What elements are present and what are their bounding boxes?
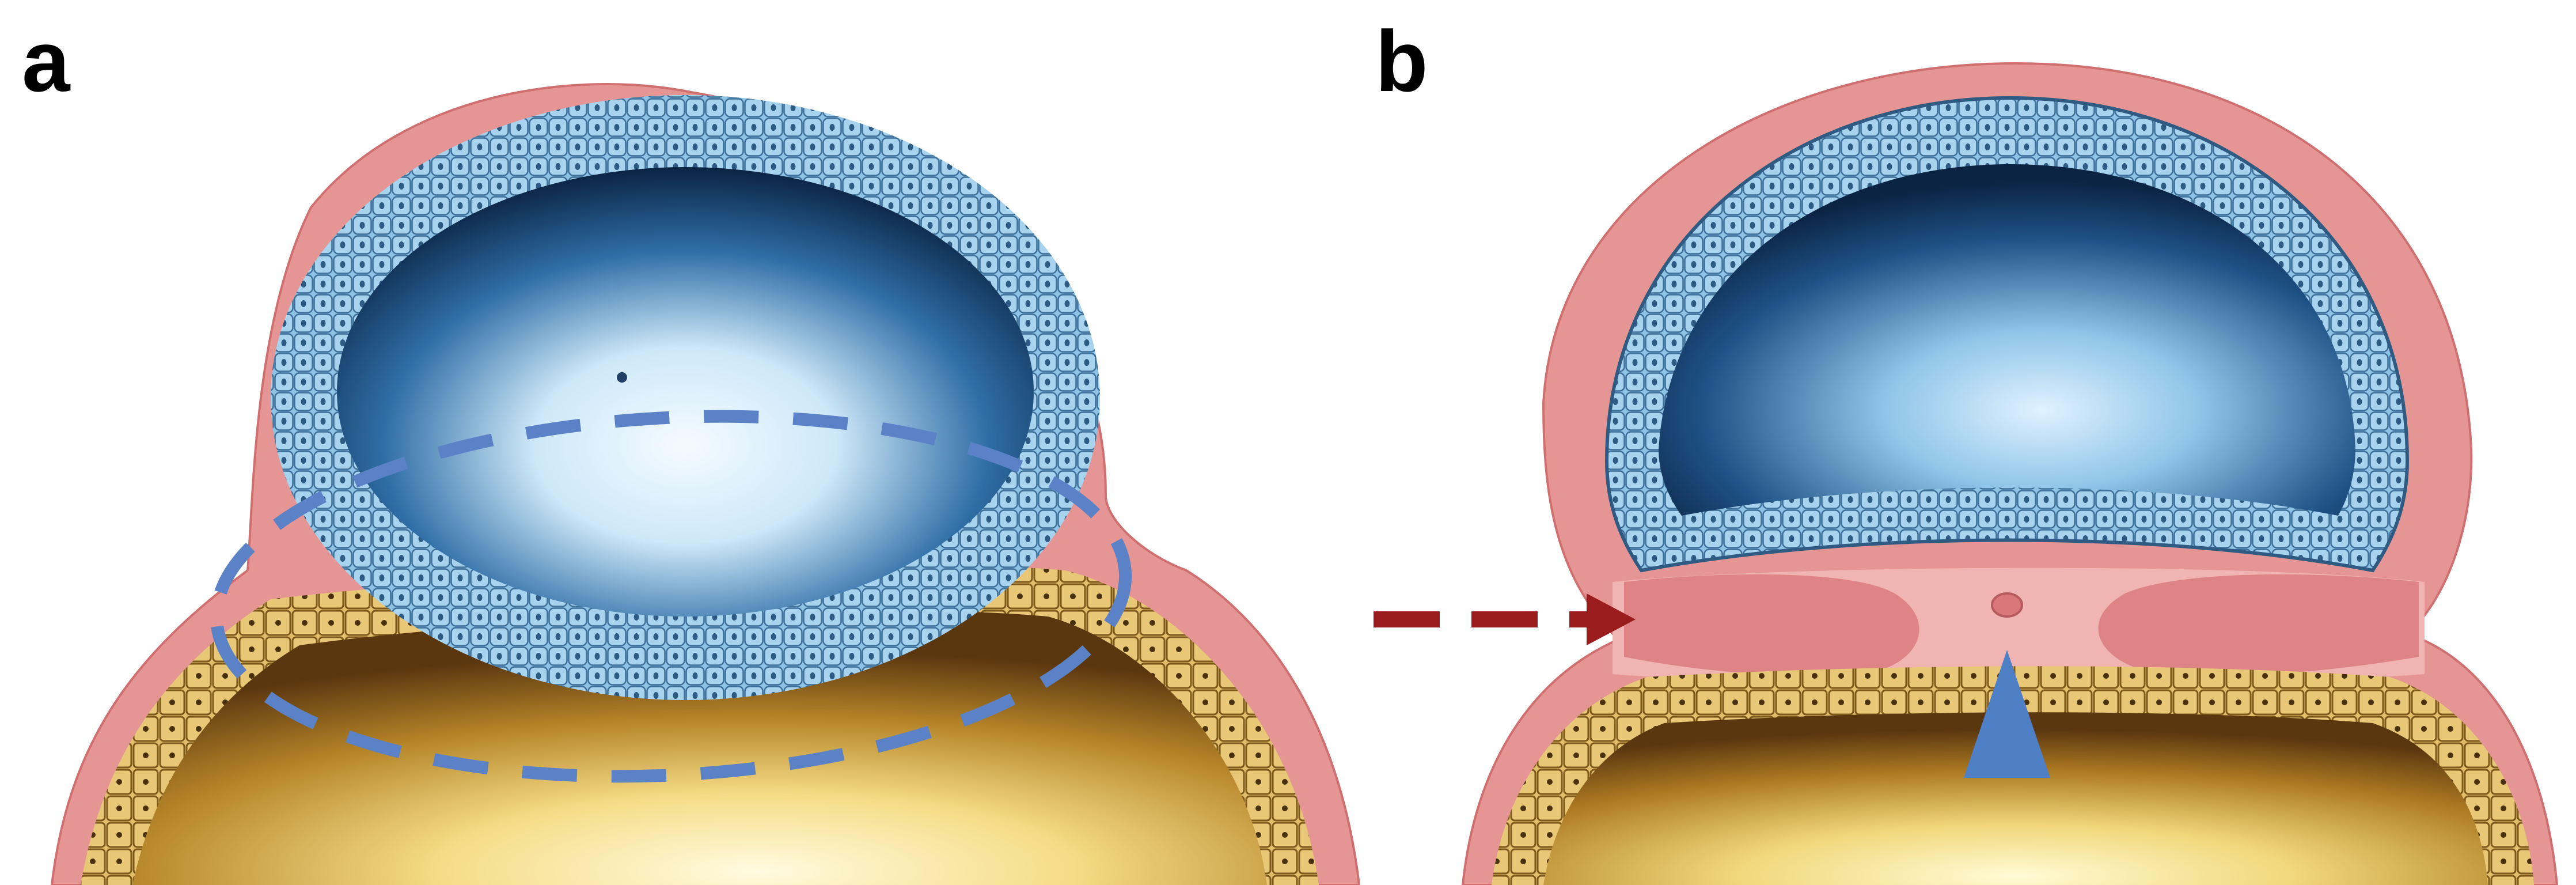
dashed-arrow-right-icon <box>1374 593 1636 645</box>
panel-b-central-pore <box>1992 593 2022 617</box>
panel-a-amniotic-cavity <box>337 167 1034 617</box>
panel-a: a <box>22 13 1359 885</box>
panel-b: b <box>1374 13 2557 885</box>
panel-a-center-dot <box>617 372 627 383</box>
panel-b-label: b <box>1375 13 1428 109</box>
panel-b-left-mesoderm <box>1624 574 1919 676</box>
panel-a-label: a <box>22 13 71 109</box>
panel-b-right-mesoderm <box>2098 574 2419 676</box>
